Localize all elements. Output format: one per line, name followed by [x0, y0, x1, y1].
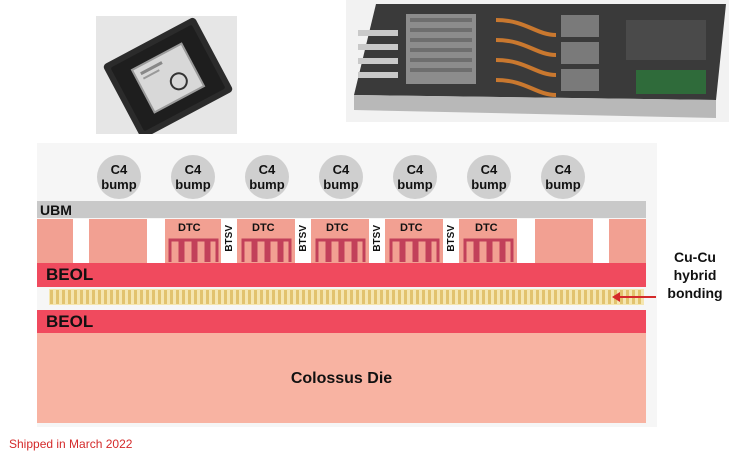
bond-pattern [49, 289, 644, 305]
btsv-gap [443, 219, 459, 263]
c4-bump: C4 bump [467, 155, 511, 199]
dtc-capacitor-icon [315, 238, 366, 262]
dtc-label: DTC [475, 222, 498, 234]
hybrid-bonding-label: Cu-Cu hybrid bonding [667, 249, 723, 301]
silicon-gap [147, 219, 165, 263]
btsv-label: BTSV [446, 225, 457, 252]
die-label: Colossus Die [290, 370, 393, 387]
beol-top-layer [37, 263, 646, 287]
beol-top-label: BEOL [46, 265, 94, 284]
silicon-block [89, 219, 147, 263]
silicon-block [37, 219, 73, 263]
silicon-gap [593, 219, 609, 263]
dtc-capacitor-icon [389, 238, 440, 262]
dtc-label: DTC [252, 222, 275, 234]
silicon-gap [73, 219, 89, 263]
beol-bottom-layer [37, 310, 646, 334]
btsv-gap [295, 219, 311, 263]
c4-bump: C4 bump [393, 155, 437, 199]
dtc-capacitor-icon [241, 238, 292, 262]
btsv-gap [369, 219, 385, 263]
dtc-capacitor-icon [168, 238, 219, 262]
ipu-chip-photo [96, 16, 237, 134]
silicon-block [535, 219, 593, 263]
btsv-label: BTSV [298, 225, 309, 252]
dtc-capacitor-icon [463, 238, 514, 262]
chip-cross-section-diagram: C4 bump C4 bump C4 bump C4 bump C4 bump … [37, 143, 657, 427]
dtc-label: DTC [178, 222, 201, 234]
c4-bump: C4 bump [245, 155, 289, 199]
colossus-die [37, 333, 646, 423]
shipped-date-note: Shipped in March 2022 [9, 437, 133, 451]
server-board-photo [346, 0, 729, 122]
btsv-label: BTSV [224, 225, 235, 252]
c4-bump: C4 bump [541, 155, 585, 199]
dtc-label: DTC [326, 222, 349, 234]
hybrid-bond-layer [49, 289, 644, 305]
server-illustration [346, 0, 729, 122]
arrow-left-icon [612, 292, 656, 302]
beol-bottom-label: BEOL [46, 312, 94, 331]
chip-illustration [96, 16, 237, 134]
btsv-label: BTSV [372, 225, 383, 252]
silicon-block [609, 219, 646, 263]
ubm-label: UBM [40, 202, 72, 218]
c4-bump: C4 bump [171, 155, 215, 199]
silicon-gap [517, 219, 535, 263]
c4-bump: C4 bump [319, 155, 363, 199]
ubm-layer [37, 201, 646, 218]
c4-bump: C4 bump [97, 155, 141, 199]
dtc-label: DTC [400, 222, 423, 234]
btsv-gap [221, 219, 237, 263]
